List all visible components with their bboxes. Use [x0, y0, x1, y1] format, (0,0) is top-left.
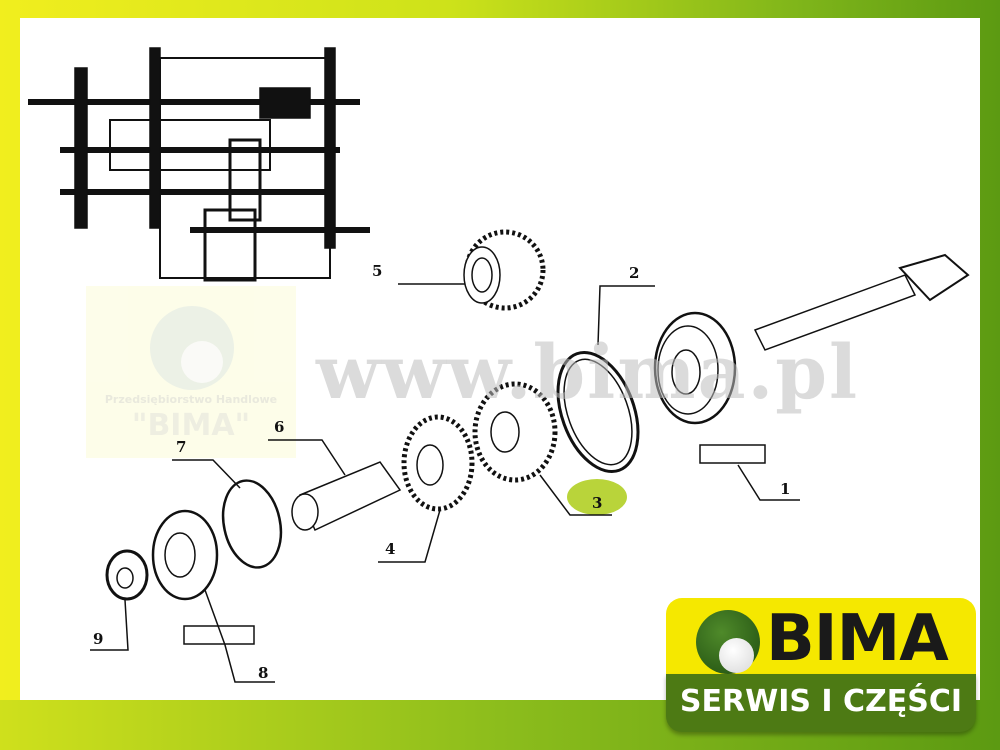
part-label-3: 3: [592, 494, 603, 512]
part-label-6: 6: [274, 418, 285, 436]
watermark-company-name: "BIMA": [131, 408, 251, 443]
part-1-shaft-bearing: [653, 253, 970, 501]
part-label-9: 9: [93, 630, 104, 648]
part-label-1: 1: [780, 480, 791, 498]
part-8-bearing: [151, 509, 275, 683]
logo-bottom-panel: [666, 674, 976, 732]
part-4-gear: [378, 414, 475, 563]
part-label-5: 5: [372, 262, 383, 280]
part-2-ring: [556, 285, 655, 474]
watermark-company-line: Przedsiębiorstwo Handlowe: [104, 393, 278, 406]
bima-logo: BIMA SERWIS I CZĘŚCI: [666, 598, 976, 736]
part-label-4: 4: [385, 540, 396, 558]
part-label-2: 2: [629, 264, 640, 282]
part-7-ring: [172, 459, 283, 569]
part-label-8: 8: [258, 664, 269, 682]
watermark-url: www.bima.pl: [316, 330, 860, 416]
part-6-sleeve: [268, 439, 402, 532]
logo-ball-icon: [719, 638, 754, 673]
watermark-ball: [181, 341, 223, 383]
part-label-7: 7: [176, 438, 187, 456]
part-3-highlight: [567, 479, 627, 515]
part-3-gear: [472, 381, 627, 516]
logo-tagline: SERWIS I CZĘŚCI: [679, 684, 963, 719]
part-9-nut: [90, 549, 149, 651]
gearbox-assembly-inset: [28, 47, 370, 282]
logo-name: BIMA: [766, 602, 949, 676]
watermark-logo: Przedsiębiorstwo Handlowe "BIMA": [86, 286, 296, 458]
part-5-gear: [398, 229, 546, 311]
